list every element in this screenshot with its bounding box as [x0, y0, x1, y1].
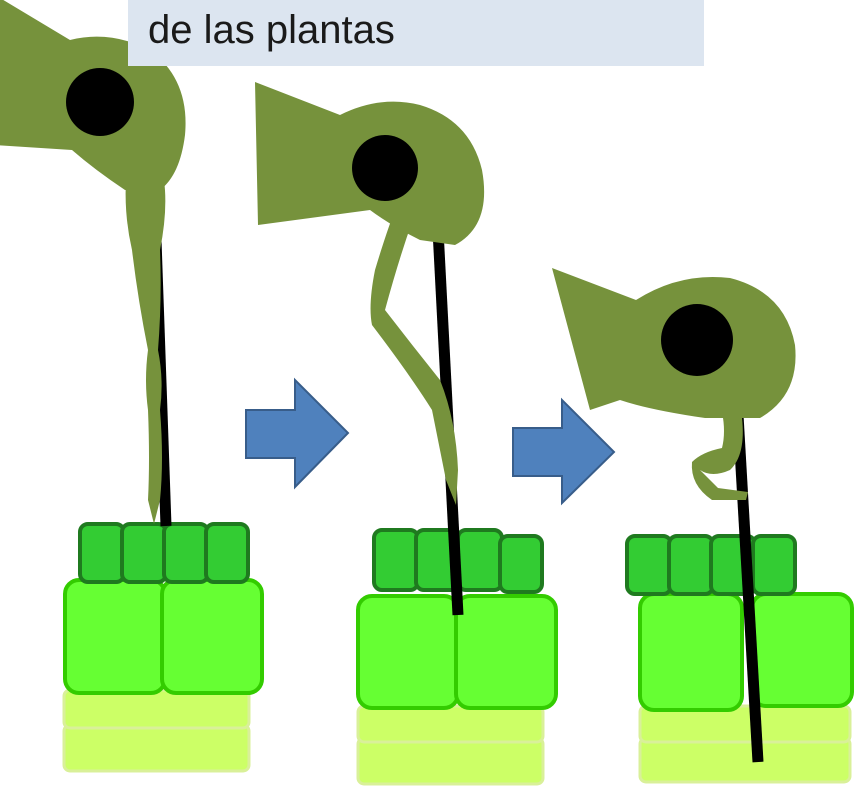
- mesophyll-cell: [63, 578, 167, 695]
- stage-3: [552, 268, 854, 784]
- stylet: [732, 414, 764, 763]
- epidermis-cell: [372, 528, 420, 592]
- mesophyll-cell: [356, 594, 460, 710]
- epidermis-cell: [162, 522, 210, 584]
- aphid-head-1: [0, 0, 186, 524]
- mesophyll-cell: [454, 594, 558, 710]
- epidermis-cell: [667, 534, 715, 596]
- lower-layer: [638, 704, 852, 744]
- lower-layer: [356, 736, 545, 786]
- labium: [691, 412, 748, 500]
- lower-layer: [638, 736, 852, 784]
- lower-layer: [62, 688, 251, 730]
- arrow-1: [245, 377, 350, 490]
- epidermis-cell: [120, 522, 168, 584]
- eye: [66, 68, 134, 136]
- tissue-2: [356, 528, 558, 786]
- epidermis-cell: [456, 528, 504, 592]
- epidermis-cell: [625, 534, 673, 596]
- labium: [125, 180, 166, 524]
- aphid-head-3: [552, 268, 796, 500]
- arrow-2: [512, 397, 616, 506]
- caption-text: de las plantas: [148, 8, 395, 52]
- eye: [352, 135, 418, 201]
- mesophyll-cell: [638, 592, 744, 712]
- lower-layer: [62, 723, 251, 773]
- eye: [661, 304, 733, 376]
- epidermis-cell: [204, 522, 250, 584]
- tissue-1: [62, 522, 264, 773]
- epidermis-cell: [751, 534, 797, 596]
- stage-2: [255, 82, 558, 786]
- epidermis-cell: [498, 534, 544, 594]
- labium: [370, 218, 458, 505]
- mesophyll-cell: [750, 592, 854, 708]
- lower-layer: [356, 704, 545, 744]
- tissue-3: [625, 534, 854, 784]
- epidermis-cell: [78, 522, 126, 584]
- caption-banner: de las plantas: [128, 0, 704, 66]
- mesophyll-cell: [160, 578, 264, 695]
- aphid-head-2: [255, 82, 485, 505]
- stage-1: [0, 0, 264, 773]
